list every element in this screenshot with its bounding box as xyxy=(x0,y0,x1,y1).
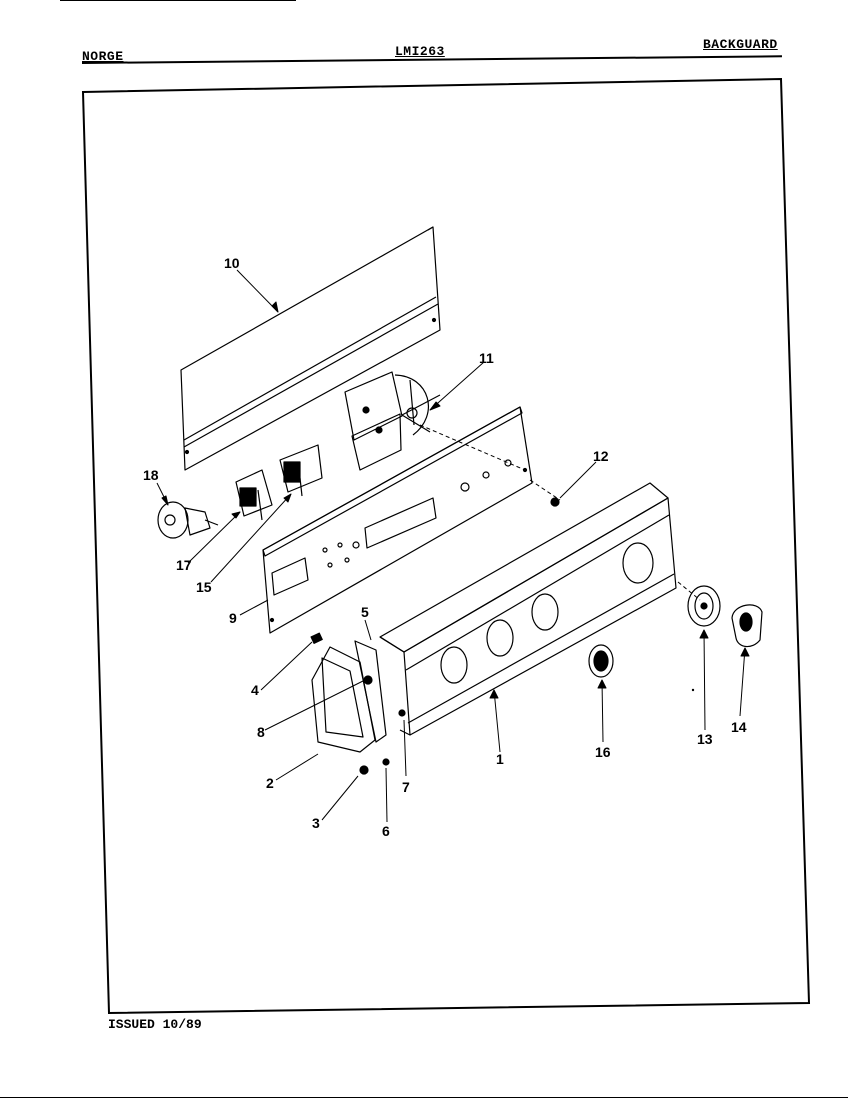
part-13-dial xyxy=(687,585,721,627)
part-2-end-cap xyxy=(311,646,376,753)
callout-2: 2 xyxy=(266,775,274,791)
part-8-screw xyxy=(363,675,373,685)
part-7-screw xyxy=(398,709,406,717)
callout-11: 11 xyxy=(479,350,494,366)
callout-18: 18 xyxy=(143,467,159,483)
part-1-console xyxy=(379,482,677,736)
issued-date: ISSUED 10/89 xyxy=(108,1017,202,1032)
part-14-knob xyxy=(731,604,763,648)
part-12-screw xyxy=(550,497,560,507)
part-11-timer xyxy=(344,371,441,471)
part-6-screw xyxy=(382,758,390,766)
callout-8: 8 xyxy=(257,724,265,740)
diagram-border xyxy=(81,77,811,1015)
bottom-edge-line xyxy=(0,1097,848,1098)
callout-4: 4 xyxy=(251,682,259,698)
part-15-switch xyxy=(279,444,323,497)
callout-14: 14 xyxy=(731,719,747,735)
callout-1: 1 xyxy=(496,751,504,767)
callout-9: 9 xyxy=(229,610,237,626)
part-16-knob xyxy=(588,644,614,678)
part-3-screw xyxy=(359,765,369,775)
callout-12: 12 xyxy=(593,448,609,464)
callout-6: 6 xyxy=(382,823,390,839)
part-5-trim xyxy=(354,640,387,743)
section-label: BACKGUARD xyxy=(703,37,778,52)
callout-13: 13 xyxy=(697,731,713,747)
brand-label: NORGE xyxy=(82,49,124,64)
callout-5: 5 xyxy=(361,604,369,620)
top-edge-line xyxy=(60,0,296,1)
model-label: LMI263 xyxy=(395,44,445,59)
callout-3: 3 xyxy=(312,815,320,831)
part-18-switch xyxy=(157,501,219,539)
callout-16: 16 xyxy=(595,744,611,760)
callout-15: 15 xyxy=(196,579,212,595)
callout-17: 17 xyxy=(176,557,192,573)
callout-10: 10 xyxy=(224,255,240,271)
part-10-rear-panel xyxy=(180,226,441,471)
part-9-control-panel xyxy=(262,406,533,634)
leader-lines xyxy=(156,269,750,823)
part-4-clip xyxy=(310,632,323,644)
part-17-switch xyxy=(235,469,273,521)
callout-7: 7 xyxy=(402,779,410,795)
stray-dot xyxy=(691,688,695,692)
